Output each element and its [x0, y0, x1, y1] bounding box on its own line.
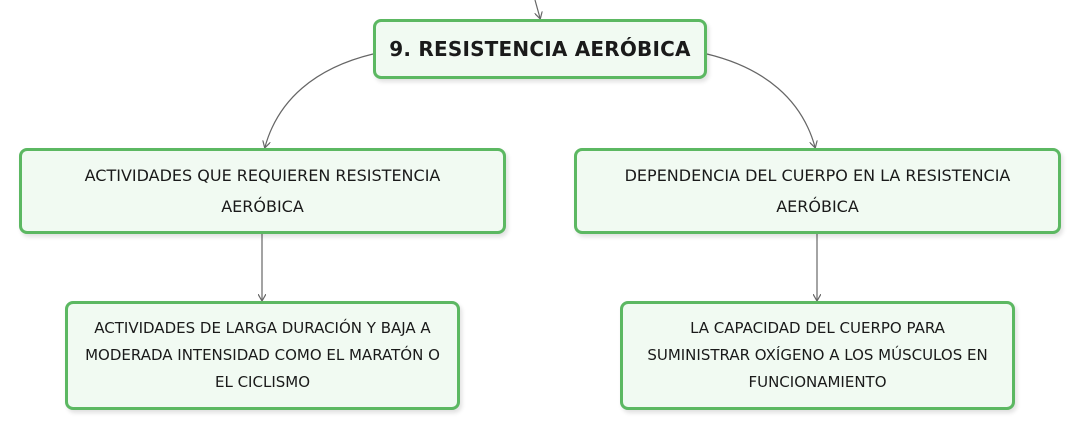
branch-node-activities-label: ACTIVIDADES QUE REQUIEREN RESISTENCIA AE… [84, 166, 441, 216]
subnode-oxygen-supply[interactable]: LA CAPACIDAD DEL CUERPO PARA SUMINISTRAR… [620, 301, 1015, 410]
branch-node-activities[interactable]: ACTIVIDADES QUE REQUIEREN RESISTENCIA AE… [19, 148, 506, 234]
subnode-oxygen-supply-label: LA CAPACIDAD DEL CUERPO PARA SUMINISTRAR… [647, 319, 988, 391]
branch-node-body-dependence-label: DEPENDENCIA DEL CUERPO EN LA RESISTENCIA… [624, 166, 1011, 216]
root-node[interactable]: 9. RESISTENCIA AERÓBICA [373, 19, 707, 79]
connector-root-to-right [706, 53, 815, 147]
branch-node-body-dependence[interactable]: DEPENDENCIA DEL CUERPO EN LA RESISTENCIA… [574, 148, 1061, 234]
subnode-long-duration-activities[interactable]: ACTIVIDADES DE LARGA DURACIÓN Y BAJA A M… [65, 301, 460, 410]
incoming-connector [534, 0, 540, 18]
subnode-long-duration-activities-label: ACTIVIDADES DE LARGA DURACIÓN Y BAJA A M… [85, 319, 440, 391]
connector-root-to-left [265, 53, 374, 147]
root-node-label: 9. RESISTENCIA AERÓBICA [389, 37, 691, 61]
